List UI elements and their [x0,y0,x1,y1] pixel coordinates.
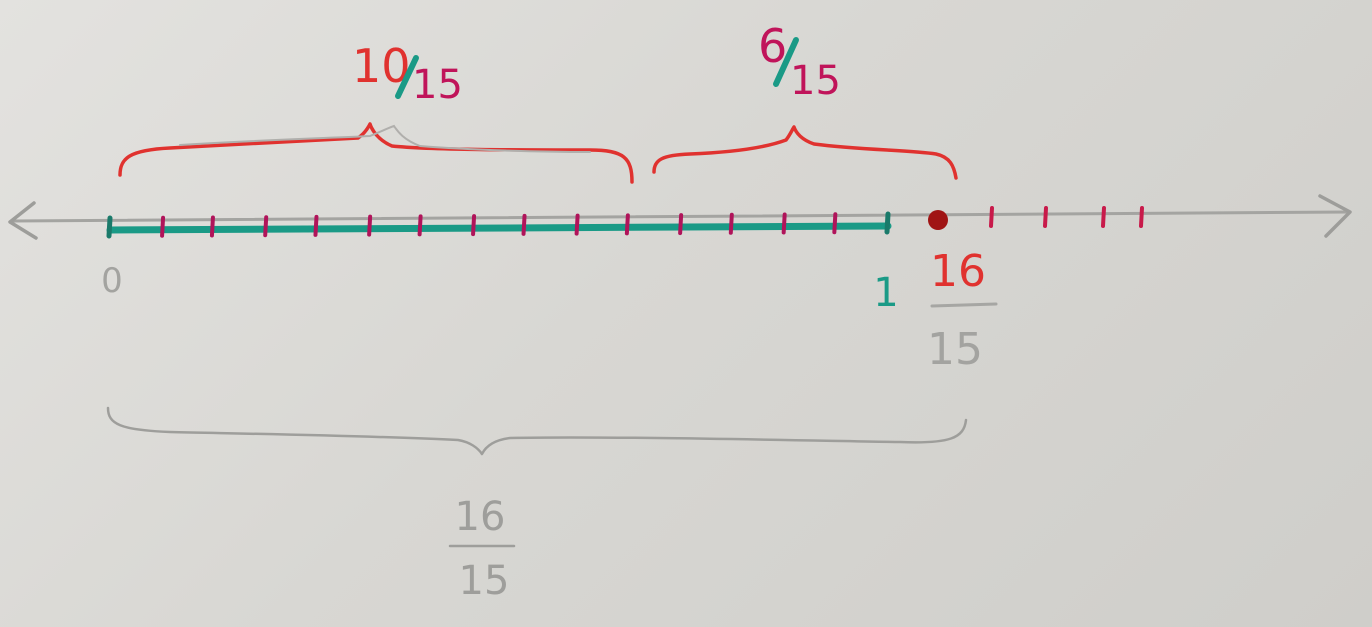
tick-mark [884,211,891,235]
tick-mark [574,213,580,236]
tick-mark [678,213,684,236]
brace-six-fifteenths [652,125,958,180]
label-one: 1 [873,270,898,316]
ten-fifteenths-label: 10 15 [352,39,463,108]
tick-mark [521,213,527,236]
unit-segment [106,222,892,234]
point-16-15 [928,210,948,230]
total-fraction-label: 16 15 [448,494,516,604]
left-arrow-icon [8,201,38,240]
brace-sixteen-fifteenths [106,406,968,456]
tick-mark [417,214,423,237]
brace-ten-fifteenths [118,122,634,184]
tick-mark [1101,206,1106,228]
tick-mark [263,215,269,238]
tick-mark [1043,206,1048,228]
tick-mark [160,215,166,238]
tick-mark [209,215,215,238]
point-fraction-label: 16 15 [927,246,998,375]
tick-mark [367,214,373,237]
tick-mark [624,213,630,236]
point-fraction-numerator: 16 [930,246,986,297]
pencil-sketch [179,124,591,153]
tick-mark [106,215,113,239]
fraction-slash [773,37,799,87]
right-arrow-icon [1318,194,1352,238]
total-fraction-numerator: 16 [455,494,506,540]
label-zero: 0 [101,261,123,301]
tick-mark [781,212,787,235]
six-fifteenths-label: 6 15 [758,19,841,104]
six-fifteenths-denominator: 15 [790,58,841,104]
fraction-slash [395,55,419,99]
tick-mark [832,212,838,235]
tick-mark [1139,206,1144,228]
tick-mark [313,214,319,237]
tick-marks [106,206,1144,239]
tick-mark [989,206,994,228]
total-fraction-denominator: 15 [459,558,510,604]
ten-fifteenths-denominator: 15 [412,62,463,108]
fraction-bar [930,302,998,308]
point-fraction-denominator: 15 [927,324,983,375]
tick-mark [471,214,477,237]
tick-mark [728,212,734,235]
